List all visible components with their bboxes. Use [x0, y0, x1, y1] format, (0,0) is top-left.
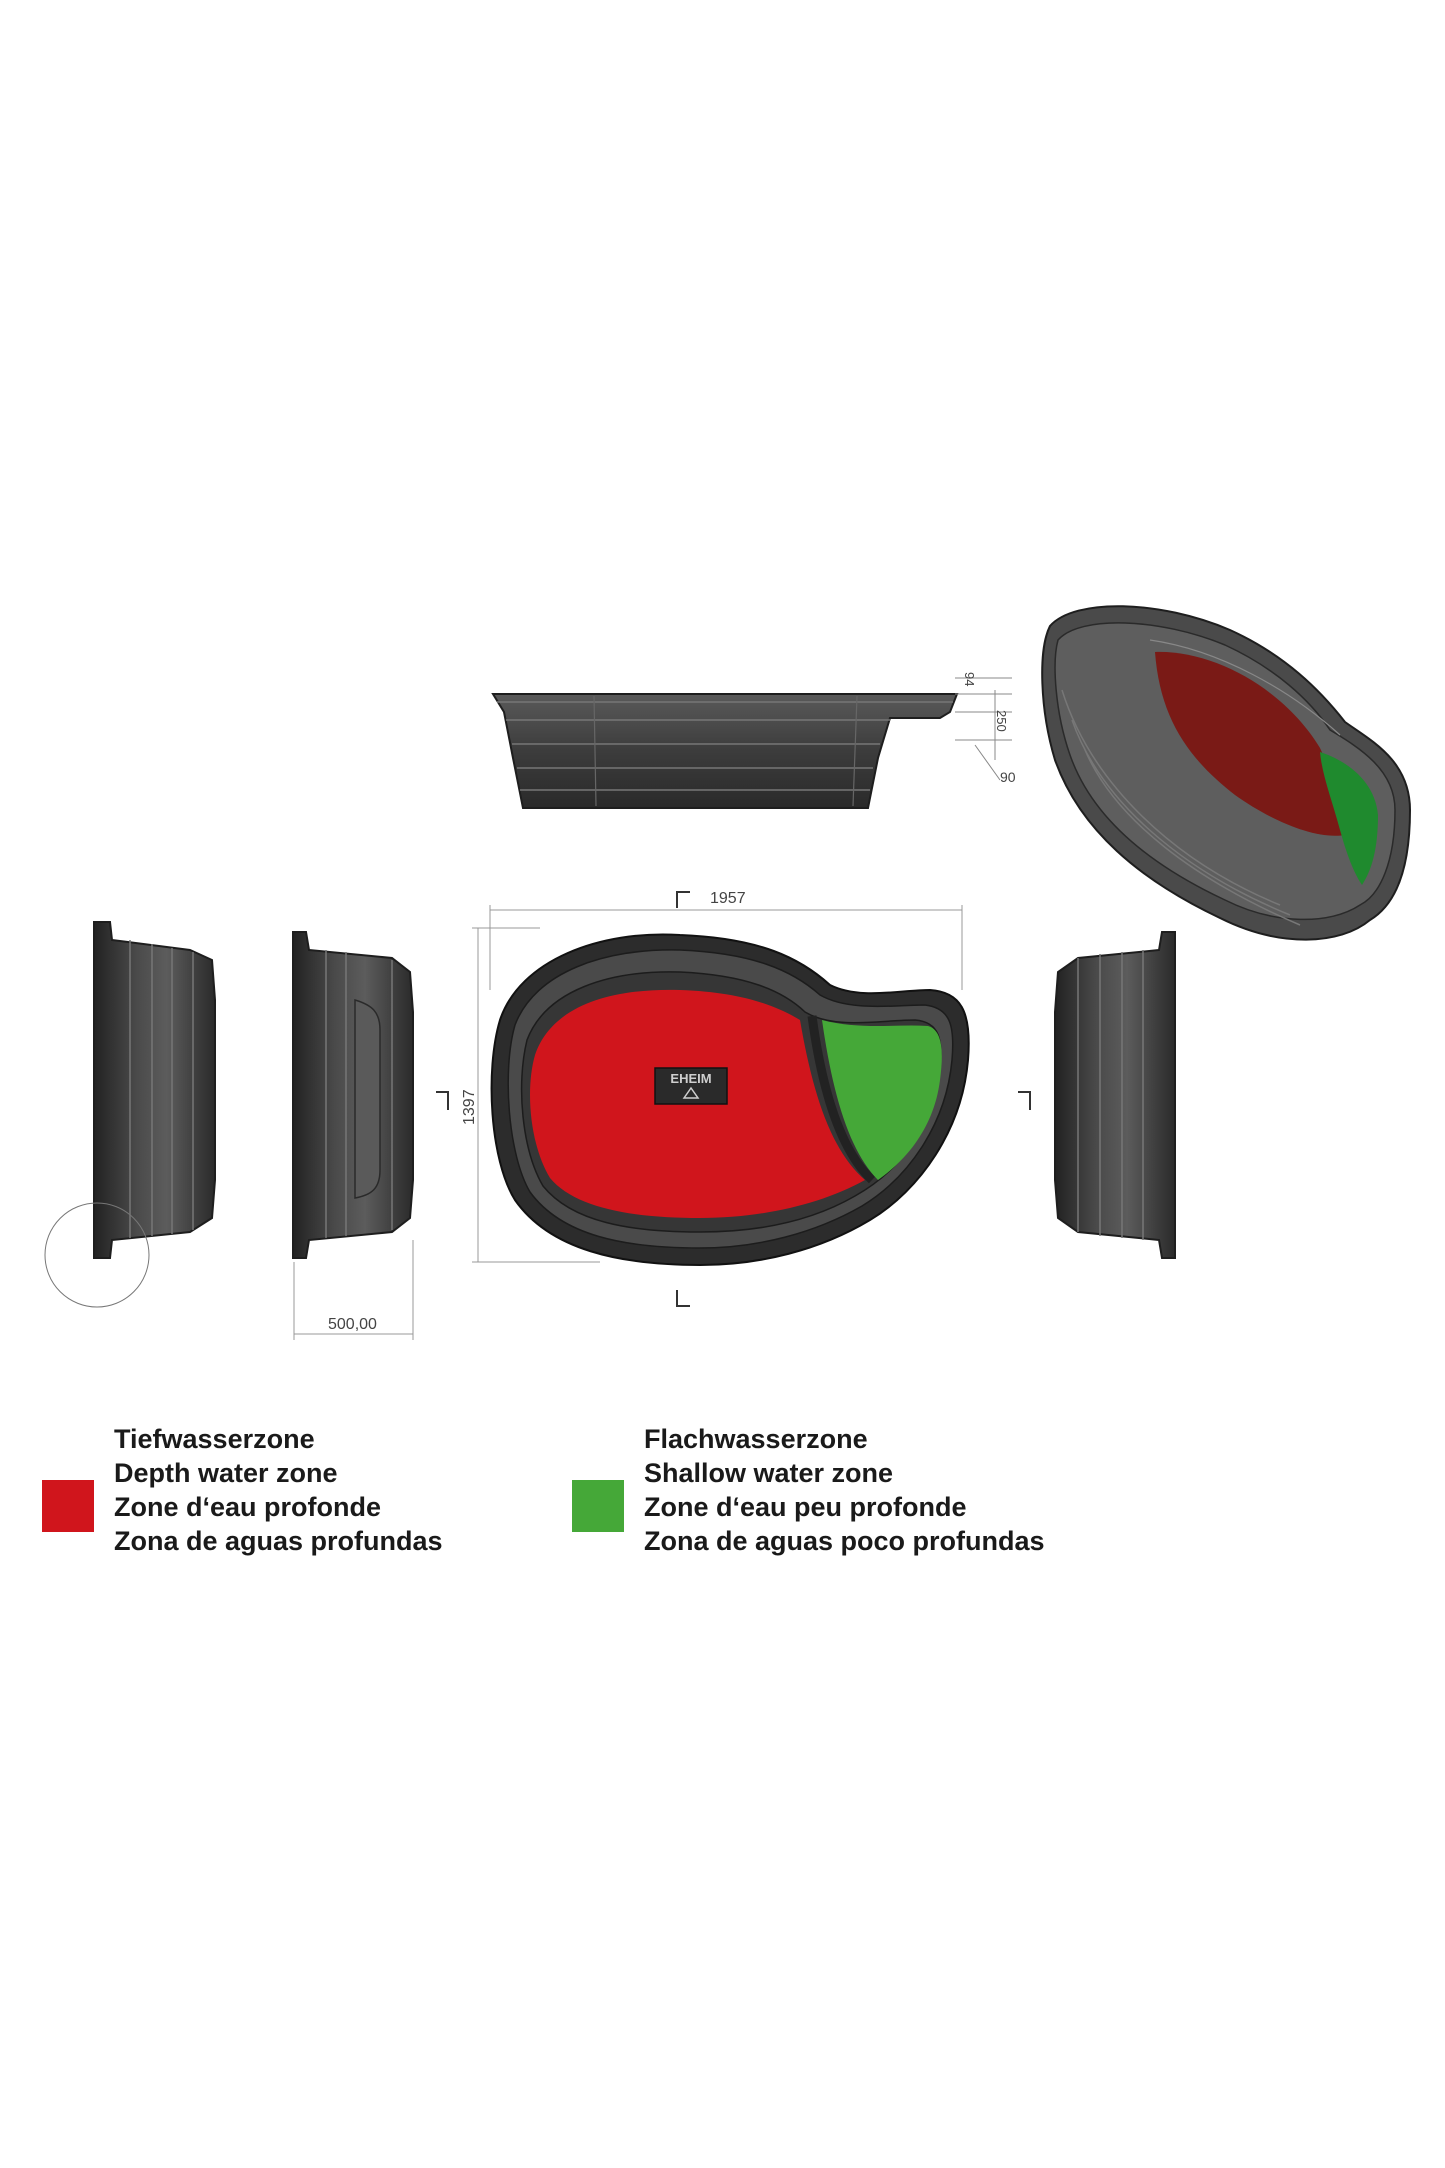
- top-plan-view: 1957 1397 EHEIM: [436, 890, 1031, 1307]
- front-elevation-view: 94 250 90: [491, 672, 1016, 809]
- legend-deep-de: Tiefwasserzone: [114, 1424, 315, 1454]
- legend-deep-en: Depth water zone: [114, 1458, 338, 1488]
- left-end-view: [44, 921, 216, 1308]
- legend-shallow-es: Zona de aguas poco profundas: [644, 1526, 1045, 1556]
- shallow-zone-3d: [1320, 752, 1378, 885]
- legend-shallow-de: Flachwasserzone: [644, 1424, 868, 1454]
- rim-low-dimension: 90: [1000, 769, 1016, 785]
- shallow-water-zone: [822, 1020, 942, 1180]
- eheim-logo: EHEIM: [670, 1071, 711, 1086]
- deep-water-swatch: [42, 1480, 94, 1532]
- legend-deep-fr: Zone d‘eau profonde: [114, 1492, 381, 1522]
- depth-dimension: 500,00: [328, 1316, 377, 1333]
- legend-deep-es: Zona de aguas profundas: [114, 1526, 443, 1556]
- right-end-view: [1054, 931, 1176, 1259]
- side-elevation-view: 500,00: [292, 931, 414, 1340]
- rim-mid-dimension: 250: [994, 710, 1009, 732]
- length-dimension: 1957: [710, 890, 746, 907]
- rim-top-dimension: 94: [962, 672, 977, 686]
- width-dimension: 1397: [461, 1089, 478, 1125]
- shallow-water-swatch: [572, 1480, 624, 1532]
- legend-shallow-fr: Zone d‘eau peu profonde: [644, 1492, 967, 1522]
- recycle-icon: [682, 1086, 700, 1099]
- isometric-3d-view: [1041, 605, 1412, 941]
- legend-shallow-en: Shallow water zone: [644, 1458, 894, 1488]
- deep-zone-3d: [1155, 651, 1345, 836]
